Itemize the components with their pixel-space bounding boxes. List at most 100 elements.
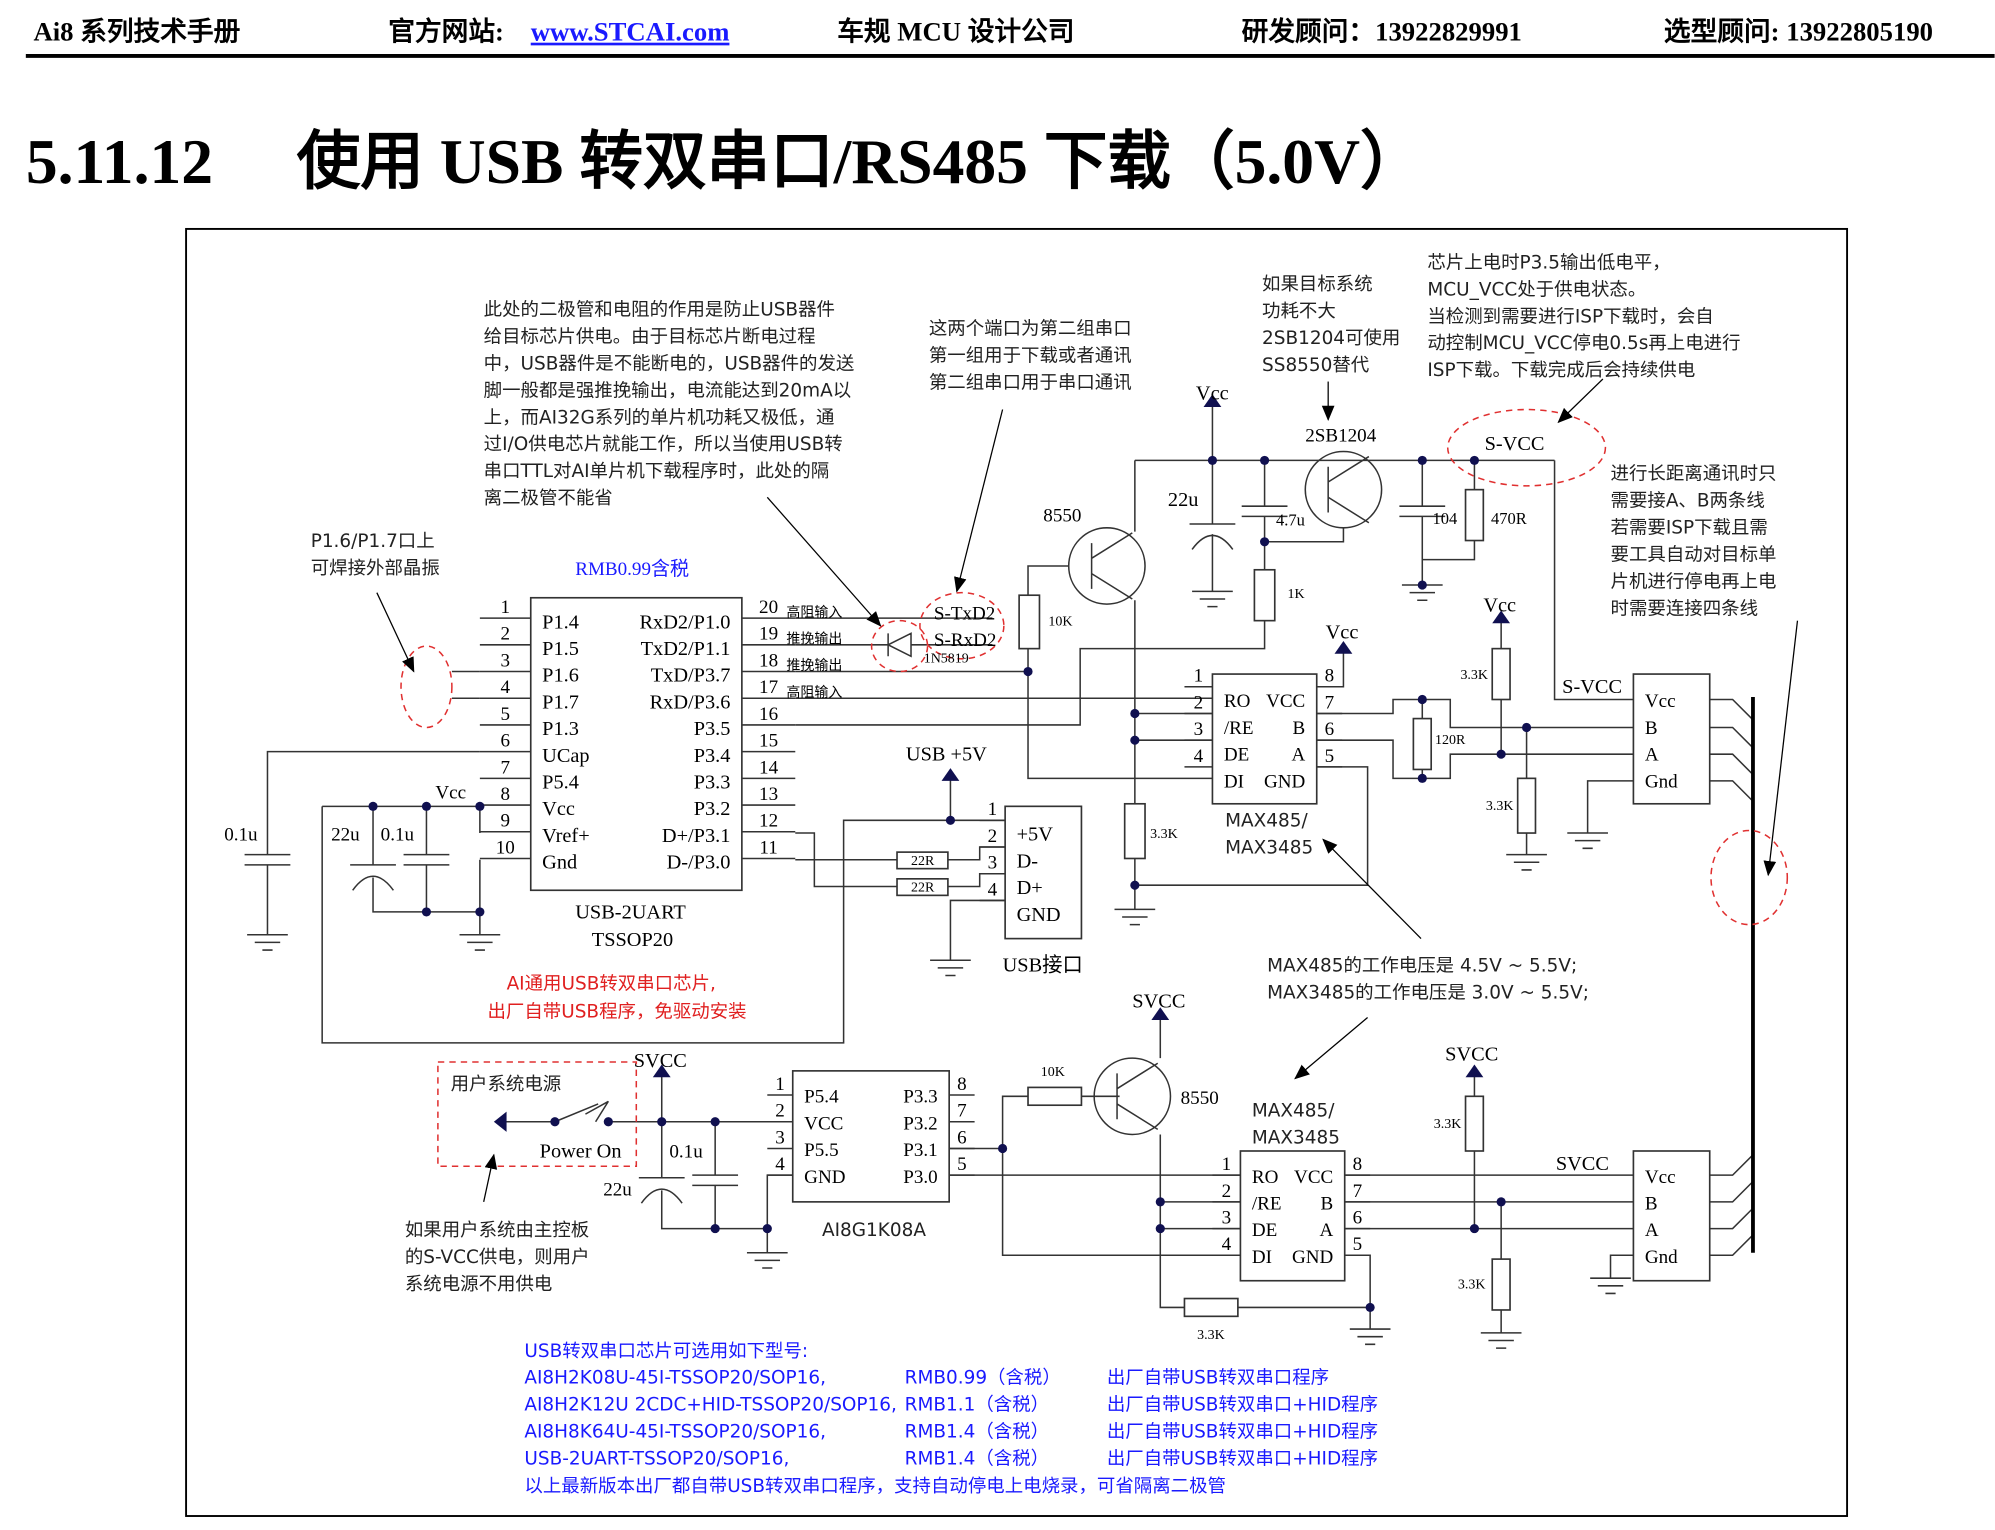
resistor bbox=[1183, 1297, 1239, 1318]
pin-label: VCC bbox=[1266, 691, 1305, 712]
junction-dot bbox=[945, 815, 956, 825]
pin-label: TxD/P3.7 bbox=[651, 665, 731, 687]
pin-number: 8 bbox=[501, 784, 511, 805]
resistor bbox=[1253, 568, 1276, 622]
transistor-icon bbox=[1304, 450, 1383, 529]
website-link[interactable]: www.STCAI.com bbox=[531, 17, 730, 47]
ground-icon bbox=[1349, 1328, 1391, 1346]
pin-number: 4 bbox=[501, 677, 511, 698]
usb2uart-package: TSSOP20 bbox=[592, 929, 673, 951]
pin-number: 1 bbox=[1194, 666, 1204, 687]
model-part: AI8H8K64U-45I-TSSOP20/SOP16, bbox=[524, 1422, 826, 1443]
pin-label: GND bbox=[1292, 1247, 1333, 1268]
usb-5v-label: USB +5V bbox=[906, 744, 987, 766]
pin-label: VCC bbox=[804, 1113, 843, 1134]
junction-dot bbox=[1130, 708, 1140, 719]
pin-label: Vcc bbox=[542, 798, 575, 820]
ports-note-arrow bbox=[954, 409, 1004, 593]
ground-icon bbox=[1590, 1277, 1631, 1295]
ground-icon bbox=[930, 959, 971, 977]
pin-number: 3 bbox=[1222, 1207, 1232, 1228]
pin-label: Vref+ bbox=[542, 825, 590, 847]
c-0-1u-user: 0.1u bbox=[669, 1141, 703, 1162]
max-top-name-1: MAX485/ bbox=[1225, 811, 1308, 832]
pin-number: 4 bbox=[1194, 746, 1204, 767]
usb2uart-desc-1: AI通用USB转双串口芯片, bbox=[507, 973, 716, 994]
diode-icon bbox=[886, 632, 912, 658]
pin-mode-label: 推挽输出 bbox=[786, 658, 842, 674]
s-txd2-label: S-TxD2 bbox=[934, 603, 995, 624]
pin-number: 9 bbox=[501, 811, 511, 832]
page-header: Ai8 系列技术手册 官方网站: www.STCAI.com 车规 MCU 设计… bbox=[25, 17, 1995, 58]
pin-label: D- bbox=[1017, 850, 1039, 872]
pin-label: TxD2/P1.1 bbox=[641, 638, 731, 660]
pin-number: 4 bbox=[1222, 1234, 1232, 1255]
pin-label: Vcc bbox=[1645, 1167, 1676, 1188]
user-power-highlight bbox=[437, 1061, 638, 1168]
pin-number: 3 bbox=[1194, 719, 1204, 740]
max-note-arrow-down bbox=[1294, 1016, 1369, 1080]
cable-note-arrow bbox=[1763, 620, 1799, 877]
pin-label: B bbox=[1645, 1194, 1658, 1215]
junction-dot bbox=[1496, 749, 1506, 759]
usb-port-name: USB接口 bbox=[1003, 954, 1083, 977]
note-transistor: 功耗不大 bbox=[1262, 301, 1336, 322]
pin-number: 2 bbox=[775, 1101, 785, 1122]
resistor bbox=[1027, 1086, 1083, 1107]
c-22u-top: 22u bbox=[1168, 489, 1199, 511]
junction-dot bbox=[657, 1117, 667, 1127]
pin-label: A bbox=[1319, 1220, 1333, 1241]
pin-label: A bbox=[1291, 745, 1305, 766]
pin-number: 1 bbox=[1222, 1154, 1232, 1175]
c-22u-user: 22u bbox=[603, 1180, 632, 1201]
pin-number: 12 bbox=[759, 811, 778, 832]
q-8550-label-top: 8550 bbox=[1043, 505, 1081, 526]
pin-label: P1.3 bbox=[542, 718, 579, 740]
pin-number: 17 bbox=[759, 677, 778, 698]
junction-dot bbox=[1260, 537, 1270, 547]
junction-dot bbox=[710, 1117, 720, 1127]
crystal-note-arrow bbox=[376, 592, 415, 673]
transistor-leads bbox=[1116, 1062, 1159, 1131]
note-diode: 上，而AI32G系列的单片机功耗又极低，通 bbox=[484, 407, 835, 428]
pin-label: P3.3 bbox=[694, 772, 731, 794]
c-104: 104 bbox=[1432, 509, 1457, 528]
note-user-power: 系统电源不用供电 bbox=[405, 1274, 553, 1295]
note-long-distance: 需要接A、B两条线 bbox=[1611, 490, 1765, 511]
vcc-label-top: Vcc bbox=[1196, 382, 1229, 404]
junction-dot bbox=[421, 801, 432, 811]
s-rxd2-label: S-RxD2 bbox=[934, 630, 997, 651]
pin-number: 16 bbox=[759, 704, 778, 725]
pin-label: B bbox=[1645, 718, 1658, 739]
section-title: 使用 USB 转双串口/RS485 下载（5.0V） bbox=[297, 126, 1424, 197]
junction-dot bbox=[1521, 722, 1532, 733]
pin-label: P3.3 bbox=[903, 1087, 937, 1108]
pin-label: P5.4 bbox=[804, 1087, 839, 1108]
junction-dot bbox=[475, 801, 485, 811]
pin-label: +5V bbox=[1017, 824, 1054, 846]
diode-label: 1N5819 bbox=[924, 652, 969, 667]
note-diode: 此处的二极管和电阻的作用是防止USB器件 bbox=[484, 299, 835, 320]
pin-number: 5 bbox=[1353, 1234, 1363, 1255]
pin-label: VCC bbox=[1294, 1167, 1333, 1188]
note-svcc: MCU_VCC处于供电状态。 bbox=[1427, 279, 1646, 300]
pin-number: 13 bbox=[759, 784, 778, 805]
r-22r-2: 22R bbox=[911, 881, 935, 896]
pin-label: D+ bbox=[1017, 877, 1043, 899]
pin-number: 6 bbox=[501, 731, 511, 752]
usb2uart-body bbox=[529, 596, 743, 892]
model-price: RMB1.4（含税） bbox=[905, 1449, 1049, 1470]
max-note-arrow-up bbox=[1322, 838, 1422, 940]
note-svcc: 芯片上电时P3.5输出低电平， bbox=[1427, 252, 1670, 273]
pin-number: 6 bbox=[1325, 719, 1335, 740]
ground-icon bbox=[1192, 590, 1233, 608]
max485_top-body bbox=[1211, 673, 1318, 805]
pin-number: 19 bbox=[759, 624, 778, 645]
model-part: AI8H2K08U-45I-TSSOP20/SOP16, bbox=[524, 1368, 826, 1389]
pin-number: 7 bbox=[1353, 1181, 1363, 1202]
pin-label: A bbox=[1645, 745, 1659, 766]
junction-dot bbox=[1155, 1224, 1165, 1234]
pin-label: RO bbox=[1252, 1167, 1278, 1188]
connector_top-body bbox=[1632, 673, 1711, 805]
